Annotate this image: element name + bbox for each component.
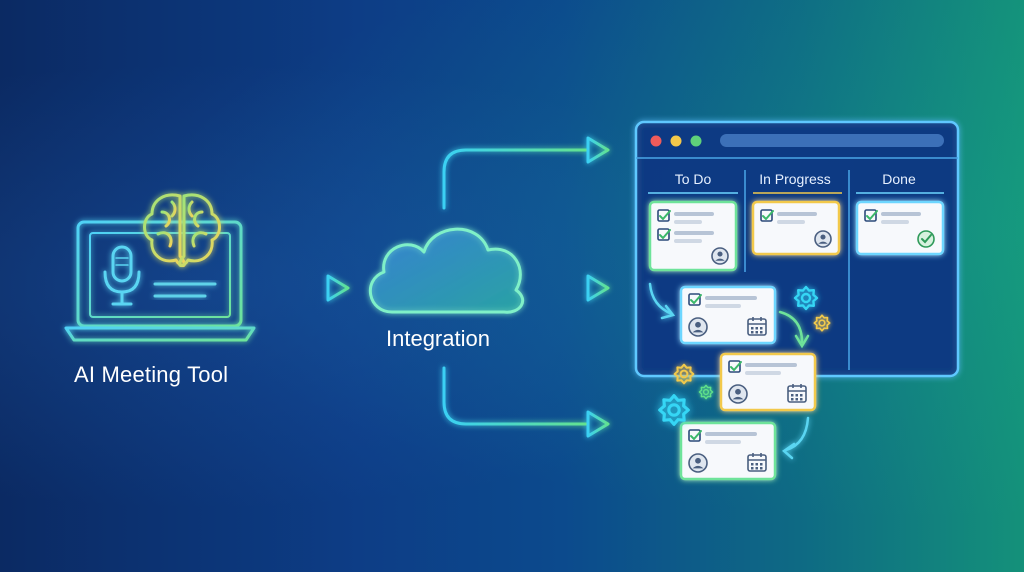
source-label: AI Meeting Tool xyxy=(74,362,229,387)
gear-icon xyxy=(698,384,714,400)
window-maximize-dot xyxy=(690,135,702,147)
hub-label: Integration xyxy=(386,326,490,351)
avatar-icon xyxy=(728,384,748,404)
connector-arrow xyxy=(648,282,674,316)
brain-icon xyxy=(143,193,221,267)
calendar-icon xyxy=(747,317,767,336)
checkbox-icon xyxy=(864,209,878,222)
checkbox-icon xyxy=(657,209,671,222)
flow-arrow-to-hub xyxy=(256,274,350,302)
flow-arrow-top xyxy=(442,136,610,210)
checkbox-icon xyxy=(657,228,671,241)
checkbox-icon xyxy=(728,360,742,373)
column-header-todo: To Do xyxy=(674,171,712,187)
avatar-icon xyxy=(688,453,708,473)
connector-arrow xyxy=(781,442,796,460)
connector-arrow xyxy=(794,334,810,349)
window-minimize-dot xyxy=(670,135,682,147)
gear-icon xyxy=(673,363,695,385)
avatar-icon xyxy=(688,317,708,337)
window-close-dot xyxy=(650,135,662,147)
column-header-in-progress: In Progress xyxy=(759,171,831,187)
column-header-done: Done xyxy=(882,171,916,187)
flow-arrow-middle xyxy=(538,274,610,302)
gear-icon xyxy=(813,314,831,332)
connector-arrow xyxy=(660,304,676,320)
calendar-icon xyxy=(787,384,807,403)
checkbox-icon xyxy=(688,293,702,306)
check-circle-icon xyxy=(917,230,935,248)
cloud-icon xyxy=(368,227,525,314)
calendar-icon xyxy=(747,453,767,472)
gear-icon xyxy=(793,285,819,311)
avatar-icon xyxy=(711,247,729,265)
laptop-icon xyxy=(64,220,256,342)
flow-arrow-bottom xyxy=(442,366,610,438)
microphone-icon xyxy=(103,245,141,306)
gear-icon xyxy=(658,394,690,426)
connector-arrow xyxy=(784,416,810,452)
avatar-icon xyxy=(814,230,832,248)
transcript-lines xyxy=(153,282,217,298)
checkbox-icon xyxy=(760,209,774,222)
window-address-bar xyxy=(720,134,944,147)
checkbox-icon xyxy=(688,429,702,442)
connector-arrow xyxy=(778,310,804,344)
